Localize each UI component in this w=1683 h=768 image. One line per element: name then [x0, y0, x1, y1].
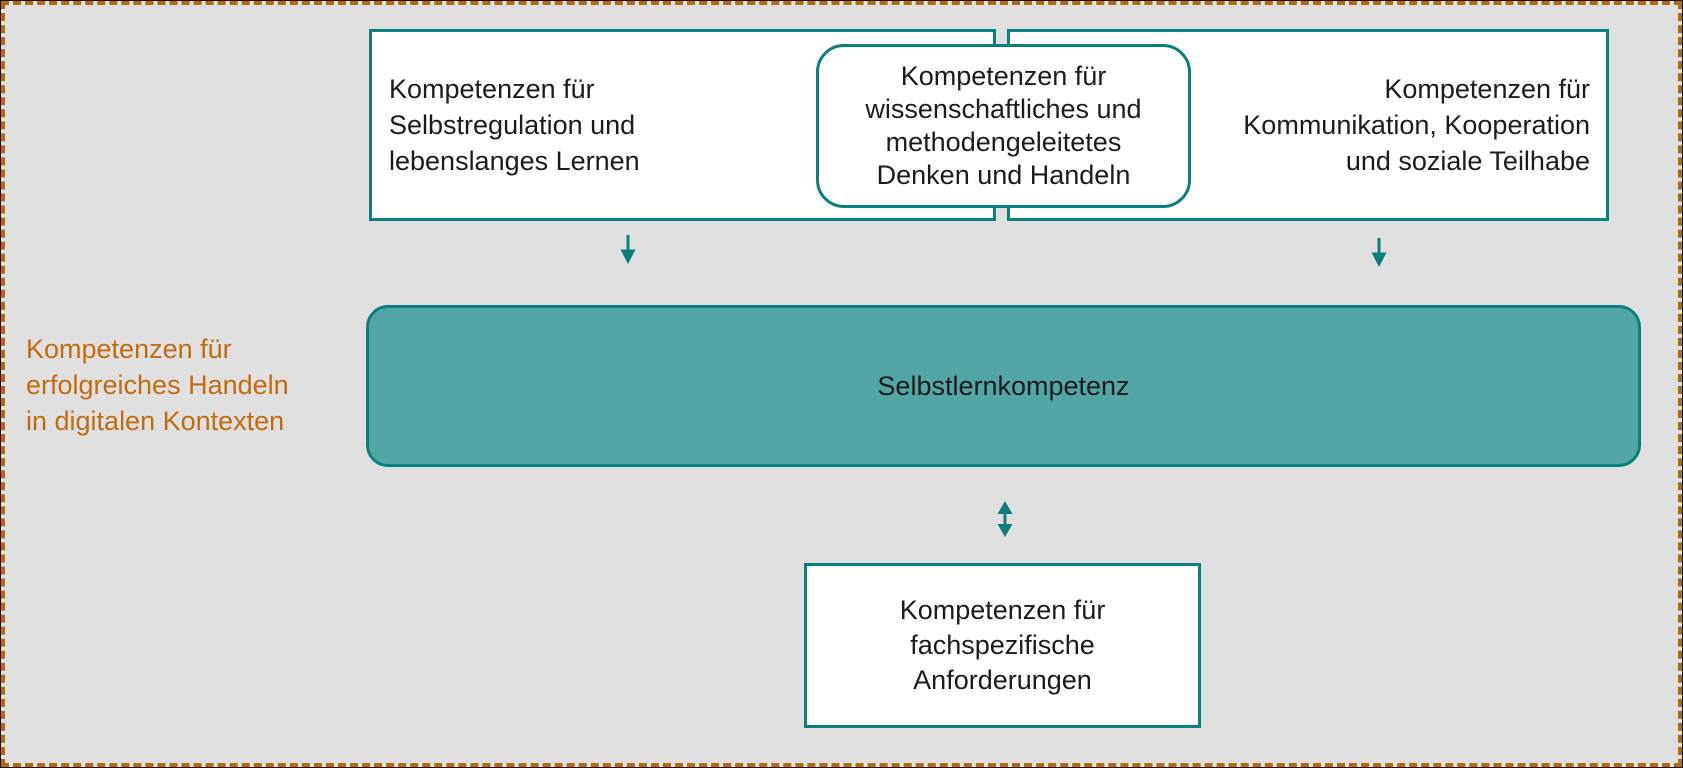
box-text-line: Denken und Handeln [876, 160, 1131, 190]
box-text-line: wissenschaftliches und [865, 94, 1142, 124]
box-text-line: methodengeleitetes [885, 127, 1122, 157]
box-text-line: Selbstlernkompetenz [877, 371, 1130, 401]
box-text-line: Kompetenzen für [1384, 74, 1590, 104]
side-label-line: in digitalen Kontexten [26, 406, 285, 436]
box-text-line: lebenslanges Lernen [389, 146, 640, 176]
box-text-line: Anforderungen [913, 665, 1092, 695]
down-arrow-icon [619, 235, 637, 269]
box-text-line: Kommunikation, Kooperation [1243, 110, 1590, 140]
double-vertical-arrow-icon [996, 501, 1014, 542]
box-text-line: Kompetenzen für [389, 74, 595, 104]
box-text-line: fachspezifische [910, 630, 1095, 660]
side-label-digitale-kontexte: Kompetenzen für erfolgreiches Handeln in… [26, 331, 289, 439]
side-label-line: Kompetenzen für [26, 334, 232, 364]
box-text-line: Selbstregulation und [389, 110, 636, 140]
box-text-line: Kompetenzen für [900, 61, 1107, 91]
box-wissenschaftliches-denken: Kompetenzen für wissenschaftliches und m… [816, 44, 1191, 208]
box-text-line: Kompetenzen für [899, 595, 1106, 625]
side-label-line: erfolgreiches Handeln [26, 370, 289, 400]
down-arrow-icon [1370, 238, 1388, 272]
box-fachspezifische-anforderungen: Kompetenzen für fachspezifische Anforder… [804, 563, 1201, 728]
box-text-line: und soziale Teilhabe [1345, 146, 1590, 176]
box-selbstlernkompetenz: Selbstlernkompetenz [366, 305, 1641, 467]
